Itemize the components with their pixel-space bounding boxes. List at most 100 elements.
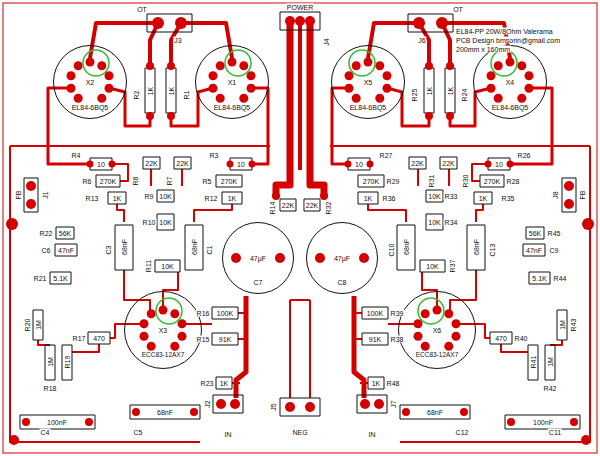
silkscreen-label: 22K: [305, 202, 319, 209]
silkscreen-label: C10: [388, 243, 395, 258]
silkscreen-label: 91K: [218, 336, 232, 343]
silkscreen-label: 1K: [426, 86, 433, 97]
silkscreen-label: 10K: [425, 263, 439, 270]
copper-trace: [298, 24, 302, 170]
silkscreen-label: C1: [206, 245, 213, 256]
silkscreen-label: R16: [196, 310, 211, 317]
tube-socket: X3ECC83-12AX7: [124, 291, 202, 369]
electrolytic-capacitor: 47µFC7: [222, 222, 294, 294]
silkscreen-label: 1K: [363, 195, 374, 202]
solder-pads: [6, 16, 594, 445]
tube-type: ECC83-12AX7: [415, 352, 460, 359]
tube-socket: X6ECC83-12AX7: [398, 291, 476, 369]
silkscreen-label: OT: [136, 6, 148, 13]
silkscreen-label: 10K: [160, 263, 174, 270]
silkscreen-label: 10: [354, 161, 364, 168]
silkscreen-label: 100nF: [532, 419, 554, 426]
silkscreen-label: R12: [204, 195, 219, 202]
silkscreen-label: R17: [72, 335, 87, 342]
part-designator: X4: [505, 78, 516, 85]
tube-socket: X4EL84-6BQ5: [473, 45, 548, 120]
silkscreen-label: 100nF: [46, 419, 68, 426]
tube-socket: X2EL84-6BQ5: [53, 45, 128, 120]
silkscreen-label: 1M: [35, 319, 42, 331]
silkscreen-label: 270K: [483, 178, 501, 185]
silkscreen-label: 91K: [368, 336, 382, 343]
silkscreen-label: R30: [462, 174, 469, 189]
silkscreen-label: R33: [444, 193, 459, 200]
silkscreen-label: IN: [368, 431, 377, 438]
tube-type: EL84-6BQ5: [349, 103, 388, 110]
silkscreen-label: 1K: [371, 380, 382, 387]
silkscreen-label: R27: [379, 152, 394, 159]
tube-type: EL84-6BQ5: [71, 103, 110, 110]
silkscreen-label: 5.1K: [52, 275, 68, 282]
mounting-hole: [9, 435, 19, 445]
silkscreen-label: J6: [417, 37, 426, 44]
silkscreen-label: 10K: [427, 219, 441, 226]
silkscreen-label: 1M: [47, 356, 54, 368]
silkscreen-label: R36: [382, 195, 397, 202]
board-title: EL84-PP 20W/8Ohm Valerama: [455, 28, 554, 35]
silkscreen-label: 470: [494, 335, 508, 342]
silkscreen-label: J5: [270, 402, 277, 411]
silkscreen-label: R28: [506, 178, 521, 185]
component-outline: [280, 12, 320, 416]
silkscreen-label: R15: [196, 336, 211, 343]
part-designator: X1: [227, 78, 238, 85]
silkscreen-label: 1K: [227, 195, 238, 202]
silkscreen-label: R31: [428, 174, 435, 189]
silkscreen-label: R19: [64, 355, 71, 370]
silkscreen-label: 10K: [158, 193, 172, 200]
tube-socket: X5EL84-6BQ5: [331, 45, 406, 120]
silkscreen-label: C3: [105, 245, 112, 256]
part-designator: X5: [363, 78, 374, 85]
silkscreen-label: 1K: [168, 86, 175, 97]
silkscreen-label: J4: [323, 37, 330, 46]
silkscreen-label: 68nF: [121, 238, 128, 256]
silkscreen-label: R6: [82, 178, 93, 185]
silkscreen-label: 22K: [281, 202, 295, 209]
solder-pad: [305, 402, 315, 412]
capacitor-value: 47µF: [333, 255, 351, 262]
silkscreen-label: 68nF: [403, 238, 410, 256]
left-channel: [10, 14, 296, 442]
silkscreen-label: 1K: [447, 86, 454, 97]
silkscreen-label: 5.1K: [531, 275, 547, 282]
silkscreen-label: 100K: [366, 310, 384, 317]
silkscreen-label: R42: [543, 385, 558, 392]
silkscreen-label: R38: [390, 336, 405, 343]
silkscreen-label: R45: [547, 230, 562, 237]
part-designator: C8: [337, 279, 348, 286]
silkscreen-label: 68nF: [156, 409, 174, 416]
silkscreen-label: R39: [390, 310, 405, 317]
tube-type: ECC83-12AX7: [141, 352, 186, 359]
silkscreen-label: 68nF: [191, 238, 198, 256]
tube-type: EL84-6BQ5: [491, 103, 530, 110]
silkscreen-label: R1: [183, 90, 190, 101]
silkscreen-label: 68nF: [473, 238, 480, 256]
silkscreen-label: R26: [517, 152, 532, 159]
silkscreen-label: FB: [15, 190, 22, 201]
board-outline: [3, 3, 597, 453]
silkscreen-label: 47nF: [525, 247, 543, 254]
solder-pad: [285, 402, 295, 412]
silkscreen-label: R35: [501, 195, 516, 202]
silkscreen-label: C6: [41, 247, 52, 254]
silkscreen-label: 470: [92, 335, 106, 342]
silkscreen-label: IN: [224, 431, 233, 438]
silkscreen-label: R9: [144, 193, 155, 200]
silkscreen-label: 22K: [441, 160, 455, 167]
silkscreen-label: 10: [96, 161, 106, 168]
part-designator: X6: [432, 326, 443, 333]
part-designator: X3: [158, 326, 169, 333]
silkscreen-label: FB: [579, 190, 586, 201]
silkscreen-label: 200mm x 160mm: [455, 46, 511, 53]
silkscreen-label: R48: [386, 380, 401, 387]
silkscreen-label: 22K: [144, 160, 158, 167]
silkscreen-label: POWER: [286, 4, 314, 11]
silkscreen-label: J7: [390, 399, 397, 408]
silkscreen-label: R37: [449, 259, 456, 274]
